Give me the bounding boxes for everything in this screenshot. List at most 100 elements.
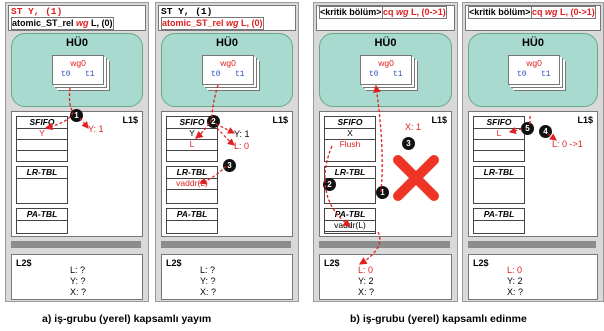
l1-cache: L1$ SFIFO L LR-TBL PA-TBL: [468, 111, 598, 237]
sfifo-entry-l: L: [167, 139, 217, 151]
l2-value-x: X: ?: [507, 287, 524, 297]
panel-b1-header: atomic_CAS_acq wg L, (0->1) <kritik bölü…: [316, 5, 455, 31]
l2-cache: L2$ L: ? Y: ? X: ?: [161, 254, 293, 300]
sfifo-header: SFIFO: [17, 117, 67, 129]
l2-value-y: Y: 2: [358, 276, 374, 286]
thread-t0: t0: [517, 70, 527, 79]
thread-t1: t1: [85, 70, 95, 79]
sfifo-entry-x: X: [325, 128, 375, 140]
note-l0-1: L: 0 ->1: [552, 139, 583, 149]
code-line-1-args: L, (0->1): [557, 7, 595, 17]
pa-tbl-header: PA-TBL: [17, 209, 67, 221]
sfifo-empty: [474, 139, 524, 151]
interconnect-bar: [319, 241, 450, 248]
compute-unit-label: HÜ0: [215, 37, 238, 49]
sfifo-header: SFIFO: [167, 117, 217, 129]
l2-label: L2$: [324, 258, 340, 268]
l2-value-l: L: ?: [200, 265, 216, 275]
l1-label: L1$: [431, 115, 447, 125]
sfifo-table: SFIFO X Flush: [324, 116, 376, 162]
pa-tbl: PA-TBL vaddr(L): [324, 208, 376, 234]
l2-value-x: X: ?: [70, 287, 87, 297]
l2-cache: L2$ L: 0 Y: 2 X: ?: [468, 254, 598, 300]
panel-b2: atomic_CAS_acq wg L, (0->1) <kritik bölü…: [462, 2, 604, 302]
lr-tbl: LR-TBL vaddr(L): [166, 166, 218, 204]
step-bubble-b5: 5: [521, 122, 534, 135]
pa-tbl-entry: vaddr(L): [325, 220, 375, 232]
sfifo-empty: [17, 139, 67, 151]
sfifo-table: SFIFO Y L: [166, 116, 218, 162]
lr-tbl: LR-TBL: [16, 166, 68, 204]
thread-t1: t1: [541, 70, 551, 79]
code-scope: wg: [76, 18, 89, 28]
code-line-1-args: L, (0->1): [408, 7, 446, 17]
pa-tbl: PA-TBL: [166, 208, 218, 234]
code-line-1: ST Y, (1): [161, 6, 213, 17]
thread-t1: t1: [393, 70, 403, 79]
panel-b1: atomic_CAS_acq wg L, (0->1) <kritik bölü…: [313, 2, 458, 302]
thread-t1: t1: [235, 70, 245, 79]
panel-a2: ST Y, (1) atomic_ST_rel wg L, (0) HÜ0 wg…: [155, 2, 299, 302]
workgroup: wg0 t0 t1: [360, 55, 412, 85]
step-bubble-2: 2: [207, 115, 220, 128]
l1-cache: L1$ SFIFO Y L LR-TBL vaddr(L) PA-TBL: [161, 111, 293, 237]
compute-unit: HÜ0 wg0 t0 t1: [468, 33, 598, 107]
l2-value-y: Y: ?: [200, 276, 216, 286]
thread-t0: t0: [211, 70, 221, 79]
interconnect-bar: [161, 241, 291, 248]
workgroup-label: wg0: [220, 58, 236, 68]
compute-unit: HÜ0 wg0 t0 t1: [161, 33, 293, 107]
step-bubble-b3: 3: [402, 137, 415, 150]
l2-label: L2$: [473, 258, 489, 268]
sfifo-entry-l: L: [474, 128, 524, 140]
step-bubble-b2: 2: [323, 178, 336, 191]
step-bubble-1: 1: [70, 109, 83, 122]
sfifo-table: SFIFO L: [473, 116, 525, 162]
interconnect-bar: [468, 241, 596, 248]
l1-label: L1$: [122, 115, 138, 125]
caption-b: b) iş-grubu (yerel) kapsamlı edinme: [350, 313, 527, 325]
l2-cache: L2$ L: 0 Y: 2 X: ?: [319, 254, 452, 300]
code-scope: wg: [545, 7, 558, 17]
l2-value-y: Y: ?: [70, 276, 86, 286]
sfifo-table: SFIFO Y: [16, 116, 68, 162]
code-line-2-op: atomic_ST_rel: [162, 18, 227, 28]
thread-t0: t0: [369, 70, 379, 79]
compute-unit: HÜ0 wg0 t0 t1: [11, 33, 143, 107]
l2-label: L2$: [16, 258, 32, 268]
pa-tbl: PA-TBL: [473, 208, 525, 234]
compute-unit-label: HÜ0: [374, 37, 397, 49]
note-x1: X: 1: [405, 122, 422, 132]
compute-unit-label: HÜ0: [65, 37, 88, 49]
compute-unit: HÜ0 wg0 t0 t1: [319, 33, 452, 107]
l2-value-x: X: ?: [358, 287, 375, 297]
panel-b2-header: atomic_CAS_acq wg L, (0->1) <kritik bölü…: [465, 5, 601, 31]
workgroup: wg0 t0 t1: [508, 55, 560, 85]
code-line-2: <kritik bölüm>: [319, 6, 383, 19]
workgroup-label: wg0: [526, 58, 542, 68]
lr-tbl-header: LR-TBL: [167, 167, 217, 179]
compute-unit-label: HÜ0: [521, 37, 544, 49]
caption-a: a) iş-grubu (yerel) kapsamlı yayım: [42, 313, 212, 325]
code-line-2-op: atomic_ST_rel: [12, 18, 77, 28]
l2-label: L2$: [166, 258, 182, 268]
code-scope: wg: [226, 18, 239, 28]
step-bubble-b4: 4: [539, 125, 552, 138]
code-line-1: ST Y, (1): [11, 6, 63, 17]
l2-cache: L2$ L: ? Y: ? X: ?: [11, 254, 143, 300]
pa-tbl-header: PA-TBL: [167, 209, 217, 221]
step-bubble-b1: 1: [376, 186, 389, 199]
l2-value-l: L: 0: [358, 265, 374, 275]
panel-a1: ST Y, (1) atomic_ST_rel wg L, (0) HÜ0 wg…: [5, 2, 149, 302]
l2-value-y: Y: 2: [507, 276, 523, 286]
sfifo-entry-y: Y: [167, 128, 217, 140]
code-scope: wg: [396, 7, 409, 17]
pa-tbl-header: PA-TBL: [474, 209, 524, 221]
lr-tbl-header: LR-TBL: [325, 167, 375, 179]
l1-label: L1$: [272, 115, 288, 125]
thread-t0: t0: [61, 70, 71, 79]
note-l0: L: 0: [234, 141, 250, 151]
flush-label: Flush: [339, 139, 361, 149]
step-bubble-3: 3: [223, 159, 236, 172]
